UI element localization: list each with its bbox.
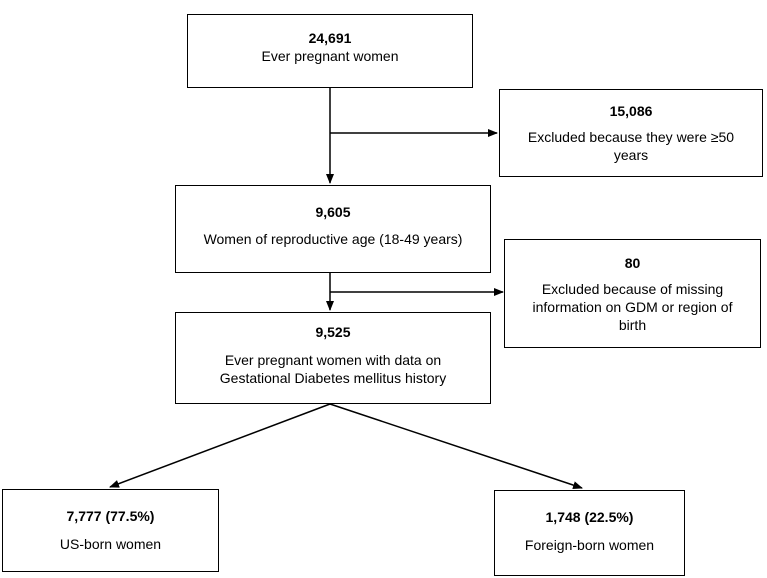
arrow-to-foreign-born <box>329 403 583 489</box>
node-excluded-missing-count: 80 <box>624 255 641 271</box>
node-reproductive-count: 9,605 <box>315 204 351 220</box>
node-excluded-missing-label: Excluded because of missing information … <box>532 281 733 333</box>
node-excluded-missing: 80 Excluded because of missing informati… <box>504 239 761 348</box>
node-total: 24,691 Ever pregnant women <box>187 14 473 88</box>
node-excluded-age-count: 15,086 <box>609 103 653 119</box>
node-reproductive-label: Women of reproductive age (18-49 years) <box>203 231 463 247</box>
node-excluded-age: 15,086 Excluded because they were ≥50 ye… <box>499 89 763 177</box>
node-us-born-count: 7,777 (77.5%) <box>66 508 155 524</box>
node-with-data-label: Ever pregnant women with data on Gestati… <box>219 352 447 386</box>
node-us-born-label: US-born women <box>59 536 162 552</box>
node-foreign-born-count: 1,748 (22.5%) <box>545 509 634 525</box>
node-total-label: Ever pregnant women <box>261 48 399 64</box>
node-with-data: 9,525 Ever pregnant women with data on G… <box>175 312 491 404</box>
node-us-born: 7,777 (77.5%) US-born women <box>2 489 219 572</box>
arrow-to-us-born <box>109 403 331 488</box>
node-reproductive: 9,605 Women of reproductive age (18-49 y… <box>175 185 491 273</box>
node-excluded-age-label: Excluded because they were ≥50 years <box>527 129 735 163</box>
node-total-count: 24,691 <box>308 30 352 46</box>
node-with-data-count: 9,525 <box>315 324 351 340</box>
node-foreign-born-label: Foreign-born women <box>524 537 655 553</box>
node-foreign-born: 1,748 (22.5%) Foreign-born women <box>494 490 685 576</box>
